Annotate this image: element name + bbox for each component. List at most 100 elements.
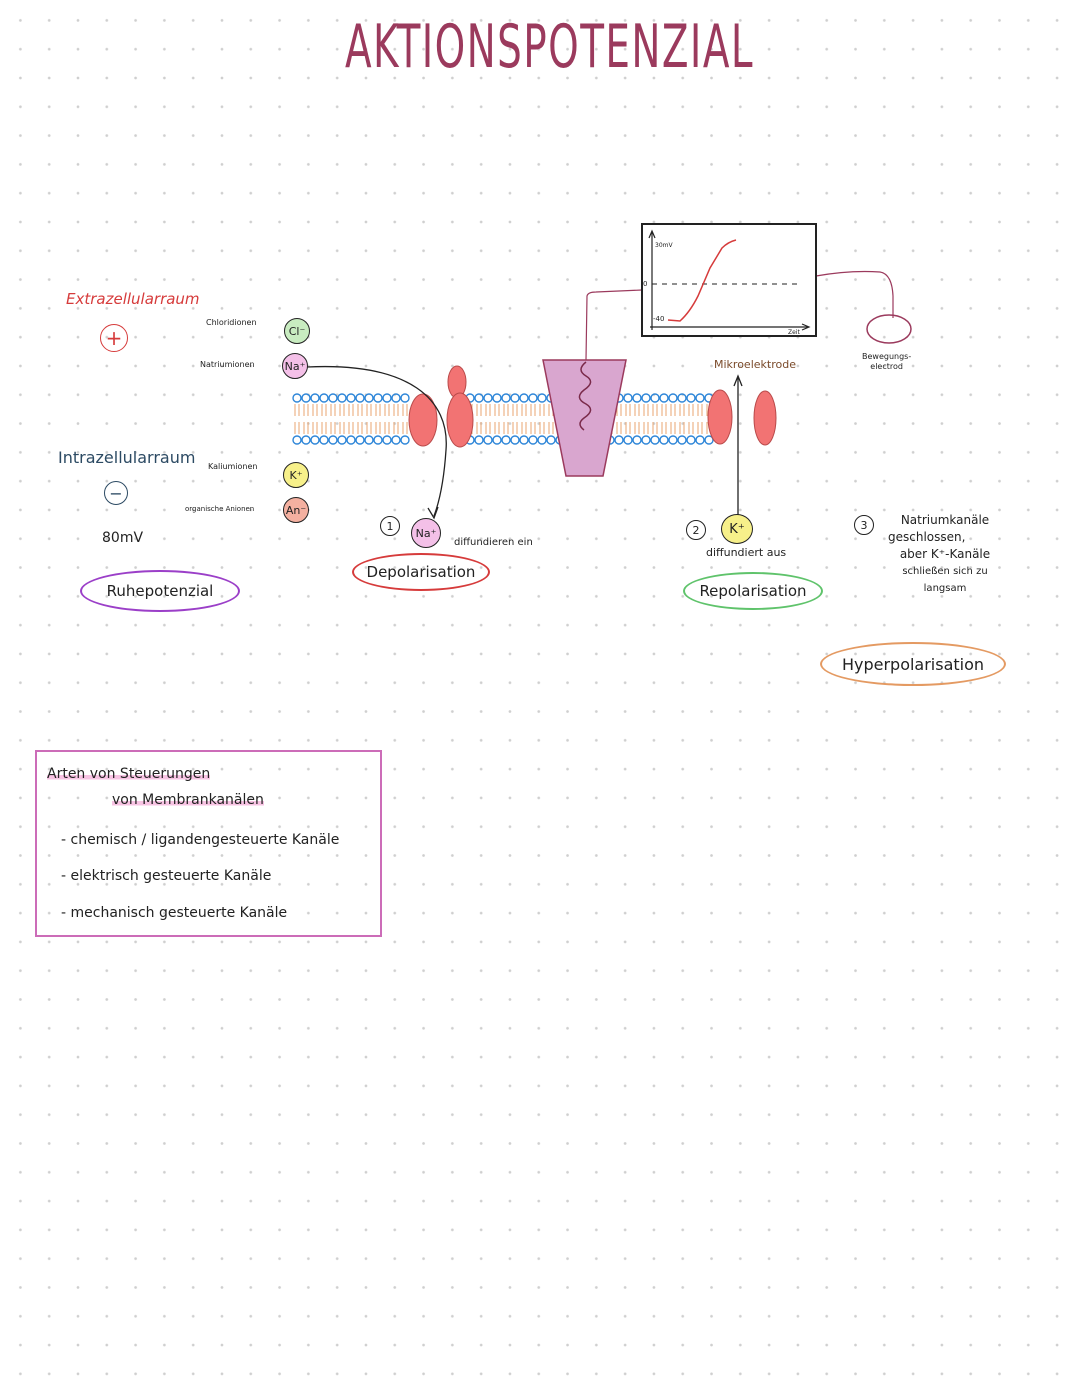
lipid-head: [659, 393, 669, 403]
intracellular-label: Intrazellularraum: [58, 448, 196, 467]
lipid-head: [355, 393, 365, 403]
lipid-head: [492, 393, 502, 403]
lipid-head: [668, 435, 678, 445]
hyperpolarisation-label: Hyperpolarisation: [841, 654, 985, 674]
channel-types-box: Arten von Steuerungen von Membrankanälen…: [35, 750, 382, 937]
lipid-head: [537, 393, 547, 403]
osc-label-time: Zeit: [788, 329, 800, 336]
wire-right: [815, 270, 894, 318]
lipid-head: [510, 435, 520, 445]
lipid-head: [623, 435, 633, 445]
sodium-arrow: [306, 365, 447, 517]
lipid-head: [355, 435, 365, 445]
movement-electrode-label: Bewegungs- electrod: [862, 352, 911, 372]
channel-protein-open: [446, 392, 474, 448]
ion-symbol: K⁺: [729, 521, 745, 537]
lipid-head: [677, 393, 687, 403]
repolarisation-label: Repolarisation: [699, 582, 807, 600]
resting-potential-label: Ruhepotenzial: [106, 582, 214, 600]
step-1-text: diffundieren ein: [454, 537, 533, 548]
lipid-head: [695, 435, 705, 445]
step-3-line: langsam: [923, 583, 967, 594]
movement-electrode-line2: electrod: [870, 362, 903, 371]
ion-label-anions: organische Anionen: [185, 505, 255, 513]
movement-electrode-line1: Bewegungs-: [862, 352, 912, 361]
lipid-head: [528, 393, 538, 403]
step-3-line: Natriumkanäle: [900, 513, 990, 527]
oscilloscope-frame: [641, 223, 817, 337]
lipid-head: [364, 435, 374, 445]
lipid-head: [677, 435, 687, 445]
lipid-head: [337, 435, 347, 445]
depolarisation-label: Depolarisation: [366, 563, 476, 581]
step-3-line: aber K⁺-Kanäle: [899, 547, 991, 561]
step-1-sodium-icon: Na⁺: [411, 518, 441, 548]
lipid-head: [519, 435, 529, 445]
osc-label-0: 0: [643, 280, 648, 288]
lipid-head: [632, 435, 642, 445]
lipid-head: [382, 435, 392, 445]
resting-potential-oval: Ruhepotenzial: [80, 570, 240, 612]
step-1-number: 1: [380, 516, 400, 536]
step-number: 3: [860, 518, 868, 532]
ion-symbol: Na⁺: [415, 526, 437, 540]
lipid-head: [686, 435, 696, 445]
lipid-head: [659, 435, 669, 445]
lipid-head: [492, 435, 502, 445]
lipid-head: [501, 435, 511, 445]
minus-symbol: −: [109, 483, 123, 503]
lipid-head: [686, 393, 696, 403]
depolarisation-oval: Depolarisation: [352, 553, 490, 591]
lipid-head: [474, 435, 484, 445]
microelectrode-label: Mikroelektrode: [714, 358, 796, 371]
lipid-head: [650, 435, 660, 445]
plus-symbol: +: [105, 326, 123, 350]
lipid-head: [519, 393, 529, 403]
minus-charge-icon: −: [104, 481, 128, 505]
lipid-head: [501, 393, 511, 403]
repolarisation-oval: Repolarisation: [683, 572, 823, 610]
lipid-head: [614, 435, 624, 445]
box-heading-1: Arten von Steuerungen: [47, 766, 211, 782]
lipid-head: [337, 393, 347, 403]
potassium-channel-left: [707, 389, 733, 445]
lipid-head: [346, 435, 356, 445]
ion-symbol: An⁻: [285, 503, 307, 517]
resting-voltage: 80mV: [102, 530, 144, 546]
ion-chloride-icon: Cl⁻: [284, 318, 310, 344]
lipid-head: [301, 435, 311, 445]
lipid-head: [546, 435, 556, 445]
box-item: - elektrisch gesteuerte Kanäle: [61, 868, 272, 884]
lipid-head: [391, 435, 401, 445]
ion-label-chloride: Chloridionen: [206, 318, 257, 327]
page-title: AKTIONSPOTENZIAL: [345, 12, 754, 82]
box-heading-2-text: von Membrankanälen: [112, 792, 264, 808]
sodium-arrowhead: [427, 506, 439, 520]
box-item: - chemisch / ligandengesteuerte Kanäle: [61, 832, 340, 848]
lipid-head: [704, 435, 714, 445]
ion-symbol: Na⁺: [284, 359, 306, 373]
lipid-head: [319, 435, 329, 445]
lipid-head: [382, 393, 392, 403]
hyperpolarisation-oval: Hyperpolarisation: [820, 642, 1006, 686]
lipid-head: [301, 393, 311, 403]
step-3-number: 3: [854, 515, 874, 535]
lipid-head: [537, 435, 547, 445]
step-2-text: diffundiert aus: [706, 546, 787, 559]
lipid-head: [373, 393, 383, 403]
potassium-arrowhead: [733, 374, 743, 387]
box-item: - mechanisch gesteuerte Kanäle: [61, 905, 288, 921]
lipid-head: [474, 393, 484, 403]
lipid-head: [328, 435, 338, 445]
ion-symbol: K⁺: [289, 468, 303, 482]
channel-protein-closed: [408, 393, 438, 447]
ion-label-potassium: Kaliumionen: [208, 462, 258, 471]
lipid-head: [623, 393, 633, 403]
step-number: 1: [386, 519, 394, 533]
potassium-channel-right: [753, 390, 777, 446]
movement-electrode-icon: [866, 314, 912, 344]
lipid-head: [292, 435, 302, 445]
lipid-head: [373, 435, 383, 445]
lipid-head: [400, 435, 410, 445]
ion-label-sodium: Natriumionen: [200, 360, 255, 369]
